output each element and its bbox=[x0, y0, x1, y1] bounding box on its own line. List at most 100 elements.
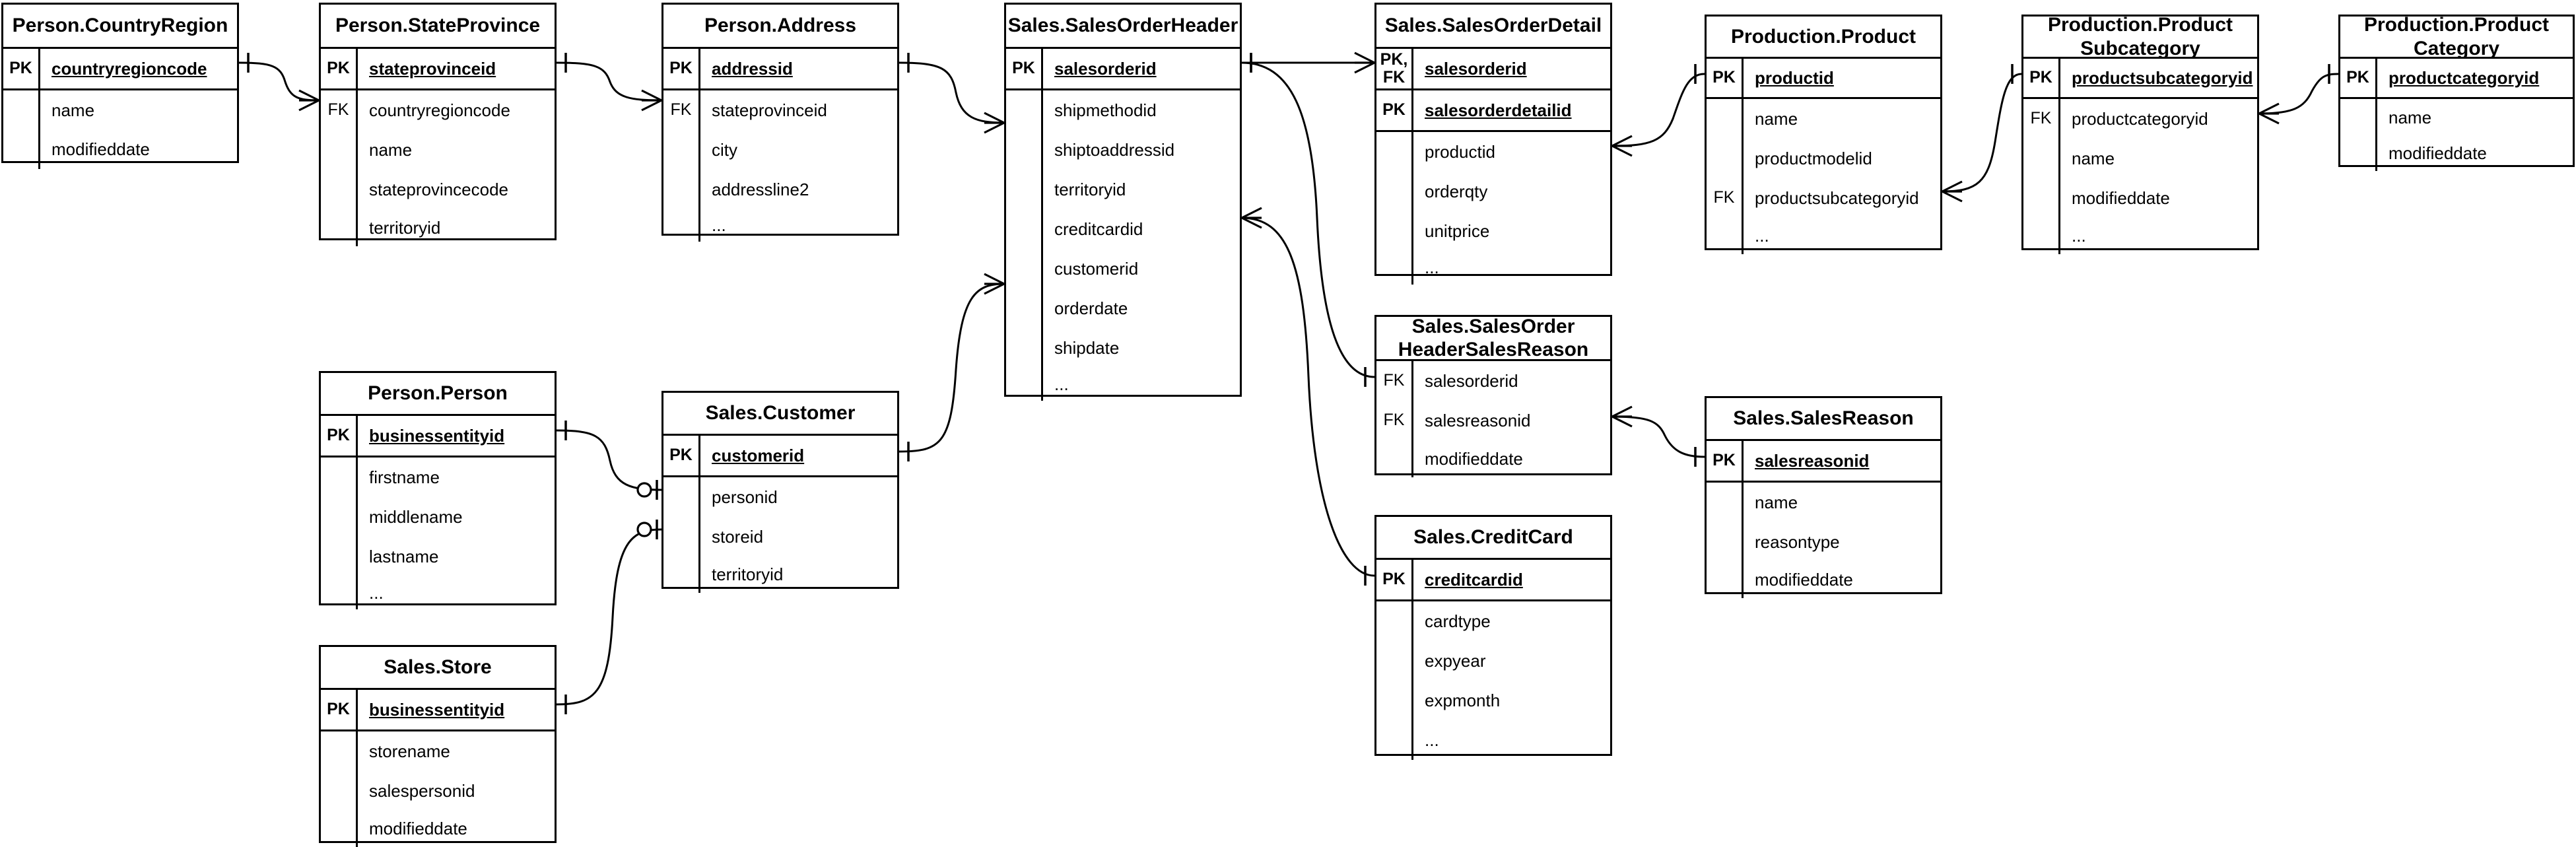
attribute-row[interactable]: territoryid bbox=[663, 557, 897, 593]
attribute-row[interactable]: modifieddate bbox=[321, 811, 555, 847]
attribute-row[interactable]: stateprovincecode bbox=[321, 170, 555, 209]
attribute-row[interactable]: shipdate bbox=[1006, 328, 1240, 368]
attribute-row[interactable]: name bbox=[1707, 99, 1940, 139]
attribute-row[interactable]: ... bbox=[321, 576, 555, 609]
attribute-row[interactable]: ... bbox=[1376, 251, 1610, 285]
relationship-rel-product-subcategory bbox=[1942, 64, 2022, 203]
attribute-row[interactable]: shipmethodid bbox=[1006, 90, 1240, 130]
attribute-name: unitprice bbox=[1425, 220, 1490, 241]
attribute-name: personid bbox=[712, 487, 778, 507]
attribute-row[interactable]: lastname bbox=[321, 537, 555, 576]
key-cell: FK bbox=[1376, 401, 1413, 440]
relationship-line bbox=[1611, 73, 1705, 147]
key-cell: FK bbox=[1376, 361, 1413, 401]
attribute-row[interactable]: ... bbox=[1376, 720, 1610, 760]
attribute-row[interactable]: addressline2 bbox=[663, 170, 897, 209]
attribute-row[interactable]: productid bbox=[1376, 132, 1610, 172]
key-cell: FK bbox=[321, 90, 358, 130]
attribute-row[interactable]: storename bbox=[321, 731, 555, 771]
attribute-row[interactable]: reasontype bbox=[1707, 522, 1940, 562]
attribute-row[interactable]: name bbox=[2340, 99, 2573, 136]
attribute-row[interactable]: ... bbox=[2023, 218, 2257, 254]
attribute-row[interactable]: modifieddate bbox=[1707, 562, 1940, 598]
attribute-row[interactable]: name bbox=[3, 90, 237, 130]
attribute-row[interactable]: expyear bbox=[1376, 641, 1610, 681]
attribute-row[interactable]: orderdate bbox=[1006, 288, 1240, 328]
relationship-line bbox=[898, 61, 1005, 124]
attribute-row[interactable]: customerid bbox=[1006, 249, 1240, 288]
attribute-row[interactable]: productmodelid bbox=[1707, 139, 1940, 178]
attribute-row[interactable]: orderqty bbox=[1376, 172, 1610, 211]
attribute-name: stateprovinceid bbox=[369, 58, 496, 79]
attribute-row[interactable]: territoryid bbox=[321, 209, 555, 246]
attribute-row[interactable]: shiptoaddressid bbox=[1006, 130, 1240, 170]
attribute-row[interactable]: storeid bbox=[663, 517, 897, 557]
attribute-name: lastname bbox=[369, 546, 439, 566]
attribute-row[interactable]: modifieddate bbox=[2023, 178, 2257, 218]
key-cell bbox=[1006, 170, 1043, 209]
attribute-row[interactable]: middlename bbox=[321, 497, 555, 537]
attribute-row[interactable]: creditcardid bbox=[1006, 209, 1240, 249]
attribute-row[interactable]: ... bbox=[1707, 218, 1940, 254]
attribute-row[interactable]: ... bbox=[663, 209, 897, 242]
attribute-row[interactable]: cardtype bbox=[1376, 601, 1610, 641]
attribute-row[interactable]: expmonth bbox=[1376, 681, 1610, 720]
key-cell bbox=[1707, 483, 1744, 522]
attribute-row[interactable]: modifieddate bbox=[3, 130, 237, 169]
attribute-row[interactable]: territoryid bbox=[1006, 170, 1240, 209]
attribute-row[interactable]: name bbox=[2023, 139, 2257, 178]
attribute-row[interactable]: unitprice bbox=[1376, 211, 1610, 251]
key-cell bbox=[663, 557, 700, 593]
key-cell bbox=[321, 130, 358, 170]
attribute-row[interactable]: city bbox=[663, 130, 897, 170]
attribute-row[interactable]: firstname bbox=[321, 457, 555, 497]
attribute-name: shipdate bbox=[1054, 337, 1120, 358]
attribute-name: expmonth bbox=[1425, 690, 1501, 710]
key-cell bbox=[2340, 136, 2377, 171]
attribute-row[interactable]: modifieddate bbox=[2340, 136, 2573, 171]
attribute-row[interactable]: salespersonid bbox=[321, 771, 555, 811]
relationship-line bbox=[1241, 217, 1375, 577]
attribute-row[interactable]: personid bbox=[663, 477, 897, 517]
attribute-row[interactable]: name bbox=[1707, 483, 1940, 522]
attribute-row[interactable]: name bbox=[321, 130, 555, 170]
attribute-row[interactable]: modifieddate bbox=[1376, 440, 1610, 477]
attribute-row[interactable]: ... bbox=[1006, 368, 1240, 401]
